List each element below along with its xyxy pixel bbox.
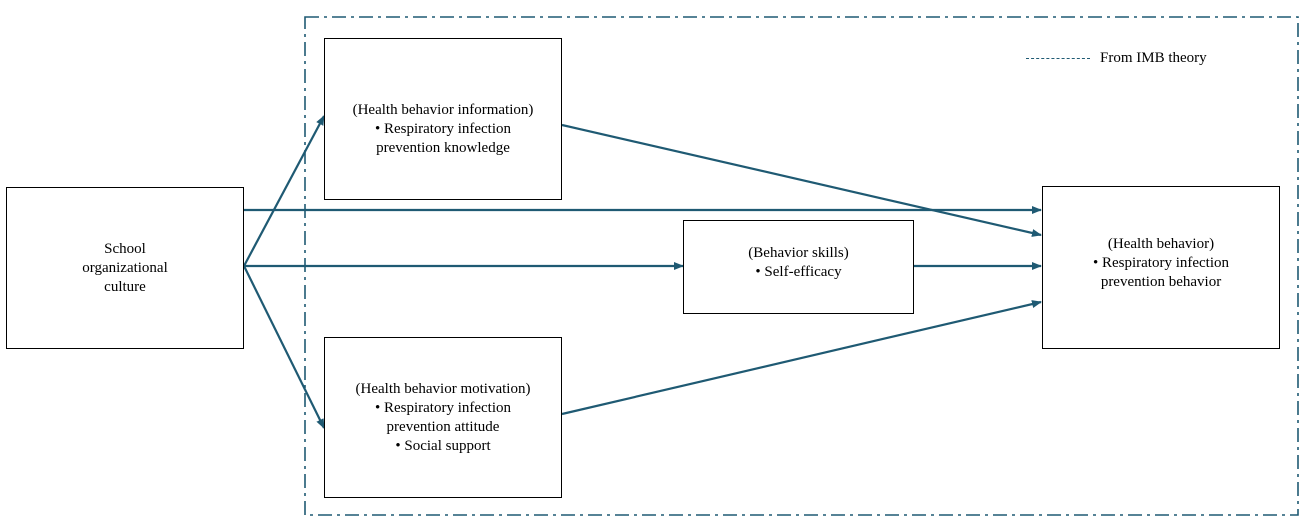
edge-school-to-motivation <box>243 265 325 429</box>
node-behavior-line-1: (Health behavior) <box>1107 236 1215 252</box>
node-school-line-2: organizational <box>82 259 168 276</box>
node-health-behavior-information: (Health behavior information) • Respirat… <box>324 38 562 200</box>
node-health-behavior: (Health behavior) • Respiratory infectio… <box>1042 186 1280 349</box>
edge-school-to-info <box>243 115 325 267</box>
legend-label: From IMB theory <box>1100 50 1207 66</box>
node-behavior-skills: (Behavior skills) • Self-efficacy <box>683 220 914 314</box>
legend: From IMB theory <box>1026 50 1207 67</box>
legend-dash-dot-sample <box>1026 58 1090 59</box>
node-info-line-3: prevention knowledge <box>376 139 510 156</box>
node-skills-line-2: • Self-efficacy <box>755 264 842 280</box>
node-motivation-line-3: prevention attitude <box>386 418 500 435</box>
node-school-line-3: culture <box>104 278 146 295</box>
node-behavior-line-3: prevention behavior <box>1100 274 1222 290</box>
node-skills-line-1: (Behavior skills) <box>748 245 849 261</box>
node-info-line-2: • Respiratory infection <box>374 120 512 137</box>
node-motivation-line-1: (Health behavior motivation) <box>355 380 531 397</box>
edge-info-to-behavior <box>561 123 1042 237</box>
node-health-behavior-motivation: (Health behavior motivation) • Respirato… <box>324 337 562 498</box>
node-school-organizational-culture: School organizational culture <box>6 187 244 349</box>
node-motivation-line-4: • Social support <box>395 437 491 454</box>
node-behavior-line-2: • Respiratory infection <box>1092 255 1230 271</box>
node-school-line-1: School <box>104 240 146 257</box>
node-motivation-line-2: • Respiratory infection <box>374 399 512 416</box>
node-info-line-1: (Health behavior information) <box>352 101 534 118</box>
edge-motivation-to-behavior <box>561 300 1042 416</box>
